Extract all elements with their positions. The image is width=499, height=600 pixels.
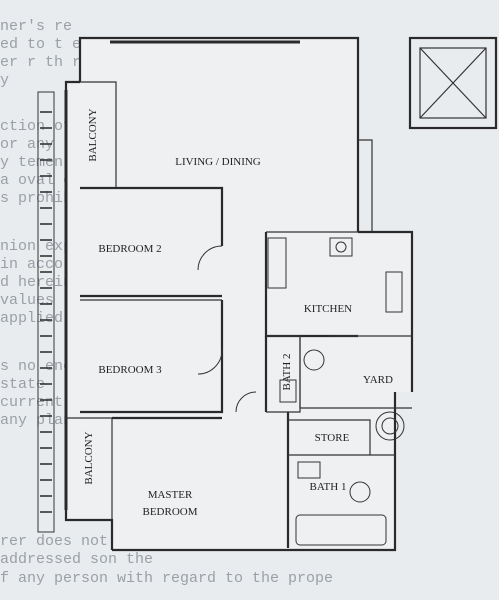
left-facade-hatching [37, 91, 55, 533]
label-master-line-1: MASTER [148, 489, 193, 501]
bath1-bathtub [295, 514, 387, 546]
bath1-toilet [349, 481, 371, 503]
exterior-walls [64, 36, 414, 552]
room-labels: BALCONY LIVING / DINING BEDROOM 2 KITCHE… [83, 108, 393, 518]
washer-drum [381, 417, 399, 435]
plan-fill [66, 38, 412, 550]
balcony-top-wall [80, 81, 117, 188]
bg-line-21: addressed son the [0, 551, 153, 568]
fixtures [267, 237, 405, 546]
bath2-toilet [303, 349, 325, 371]
bedroom3-door-swing [197, 349, 223, 375]
label-kitchen: KITCHEN [304, 303, 352, 315]
interior-walls [66, 81, 412, 548]
bath2-basin [279, 379, 297, 403]
shaft-cross-b [419, 47, 487, 119]
wall-east-upper [358, 230, 414, 392]
label-bedroom-3: BEDROOM 3 [98, 364, 162, 376]
bg-line-22: f any person with regard to the prope [0, 570, 333, 587]
bedroom3-walls [80, 300, 224, 414]
wall-east-lower [112, 392, 397, 552]
shaft-outer [408, 36, 498, 130]
label-store: STORE [315, 432, 350, 444]
kitchen-counter [267, 237, 287, 289]
facade-strip [37, 91, 55, 533]
label-bath-1: BATH 1 [310, 481, 347, 493]
bg-line-16: state [0, 376, 45, 393]
master-door-swing [235, 391, 257, 413]
wall-north [78, 36, 360, 232]
service-shaft [408, 36, 498, 130]
bath1-basin [297, 461, 321, 479]
bg-line-4: y [0, 72, 9, 89]
label-yard: YARD [363, 374, 393, 386]
yard-walls [299, 336, 412, 409]
kitchen-sink-bowl [335, 241, 347, 253]
kitchen-sink [329, 237, 353, 257]
facade-bars [40, 111, 52, 513]
east-duct [358, 139, 373, 232]
label-master-line-2: BEDROOM [142, 506, 197, 518]
label-living-dining: LIVING / DINING [175, 156, 261, 168]
label-balcony-top: BALCONY [87, 108, 99, 161]
wall-west [64, 80, 114, 550]
shaft-inner [419, 47, 487, 119]
store-walls [288, 419, 371, 455]
label-balcony-bottom: BALCONY [83, 431, 95, 484]
washer [375, 411, 405, 441]
label-bedroom-2: BEDROOM 2 [98, 243, 161, 255]
bedroom2-door-swing [197, 245, 223, 271]
kitchen-fridge [385, 271, 403, 313]
bg-line-1: ner's re [0, 18, 72, 35]
label-bath-2: BATH 2 [281, 354, 293, 391]
